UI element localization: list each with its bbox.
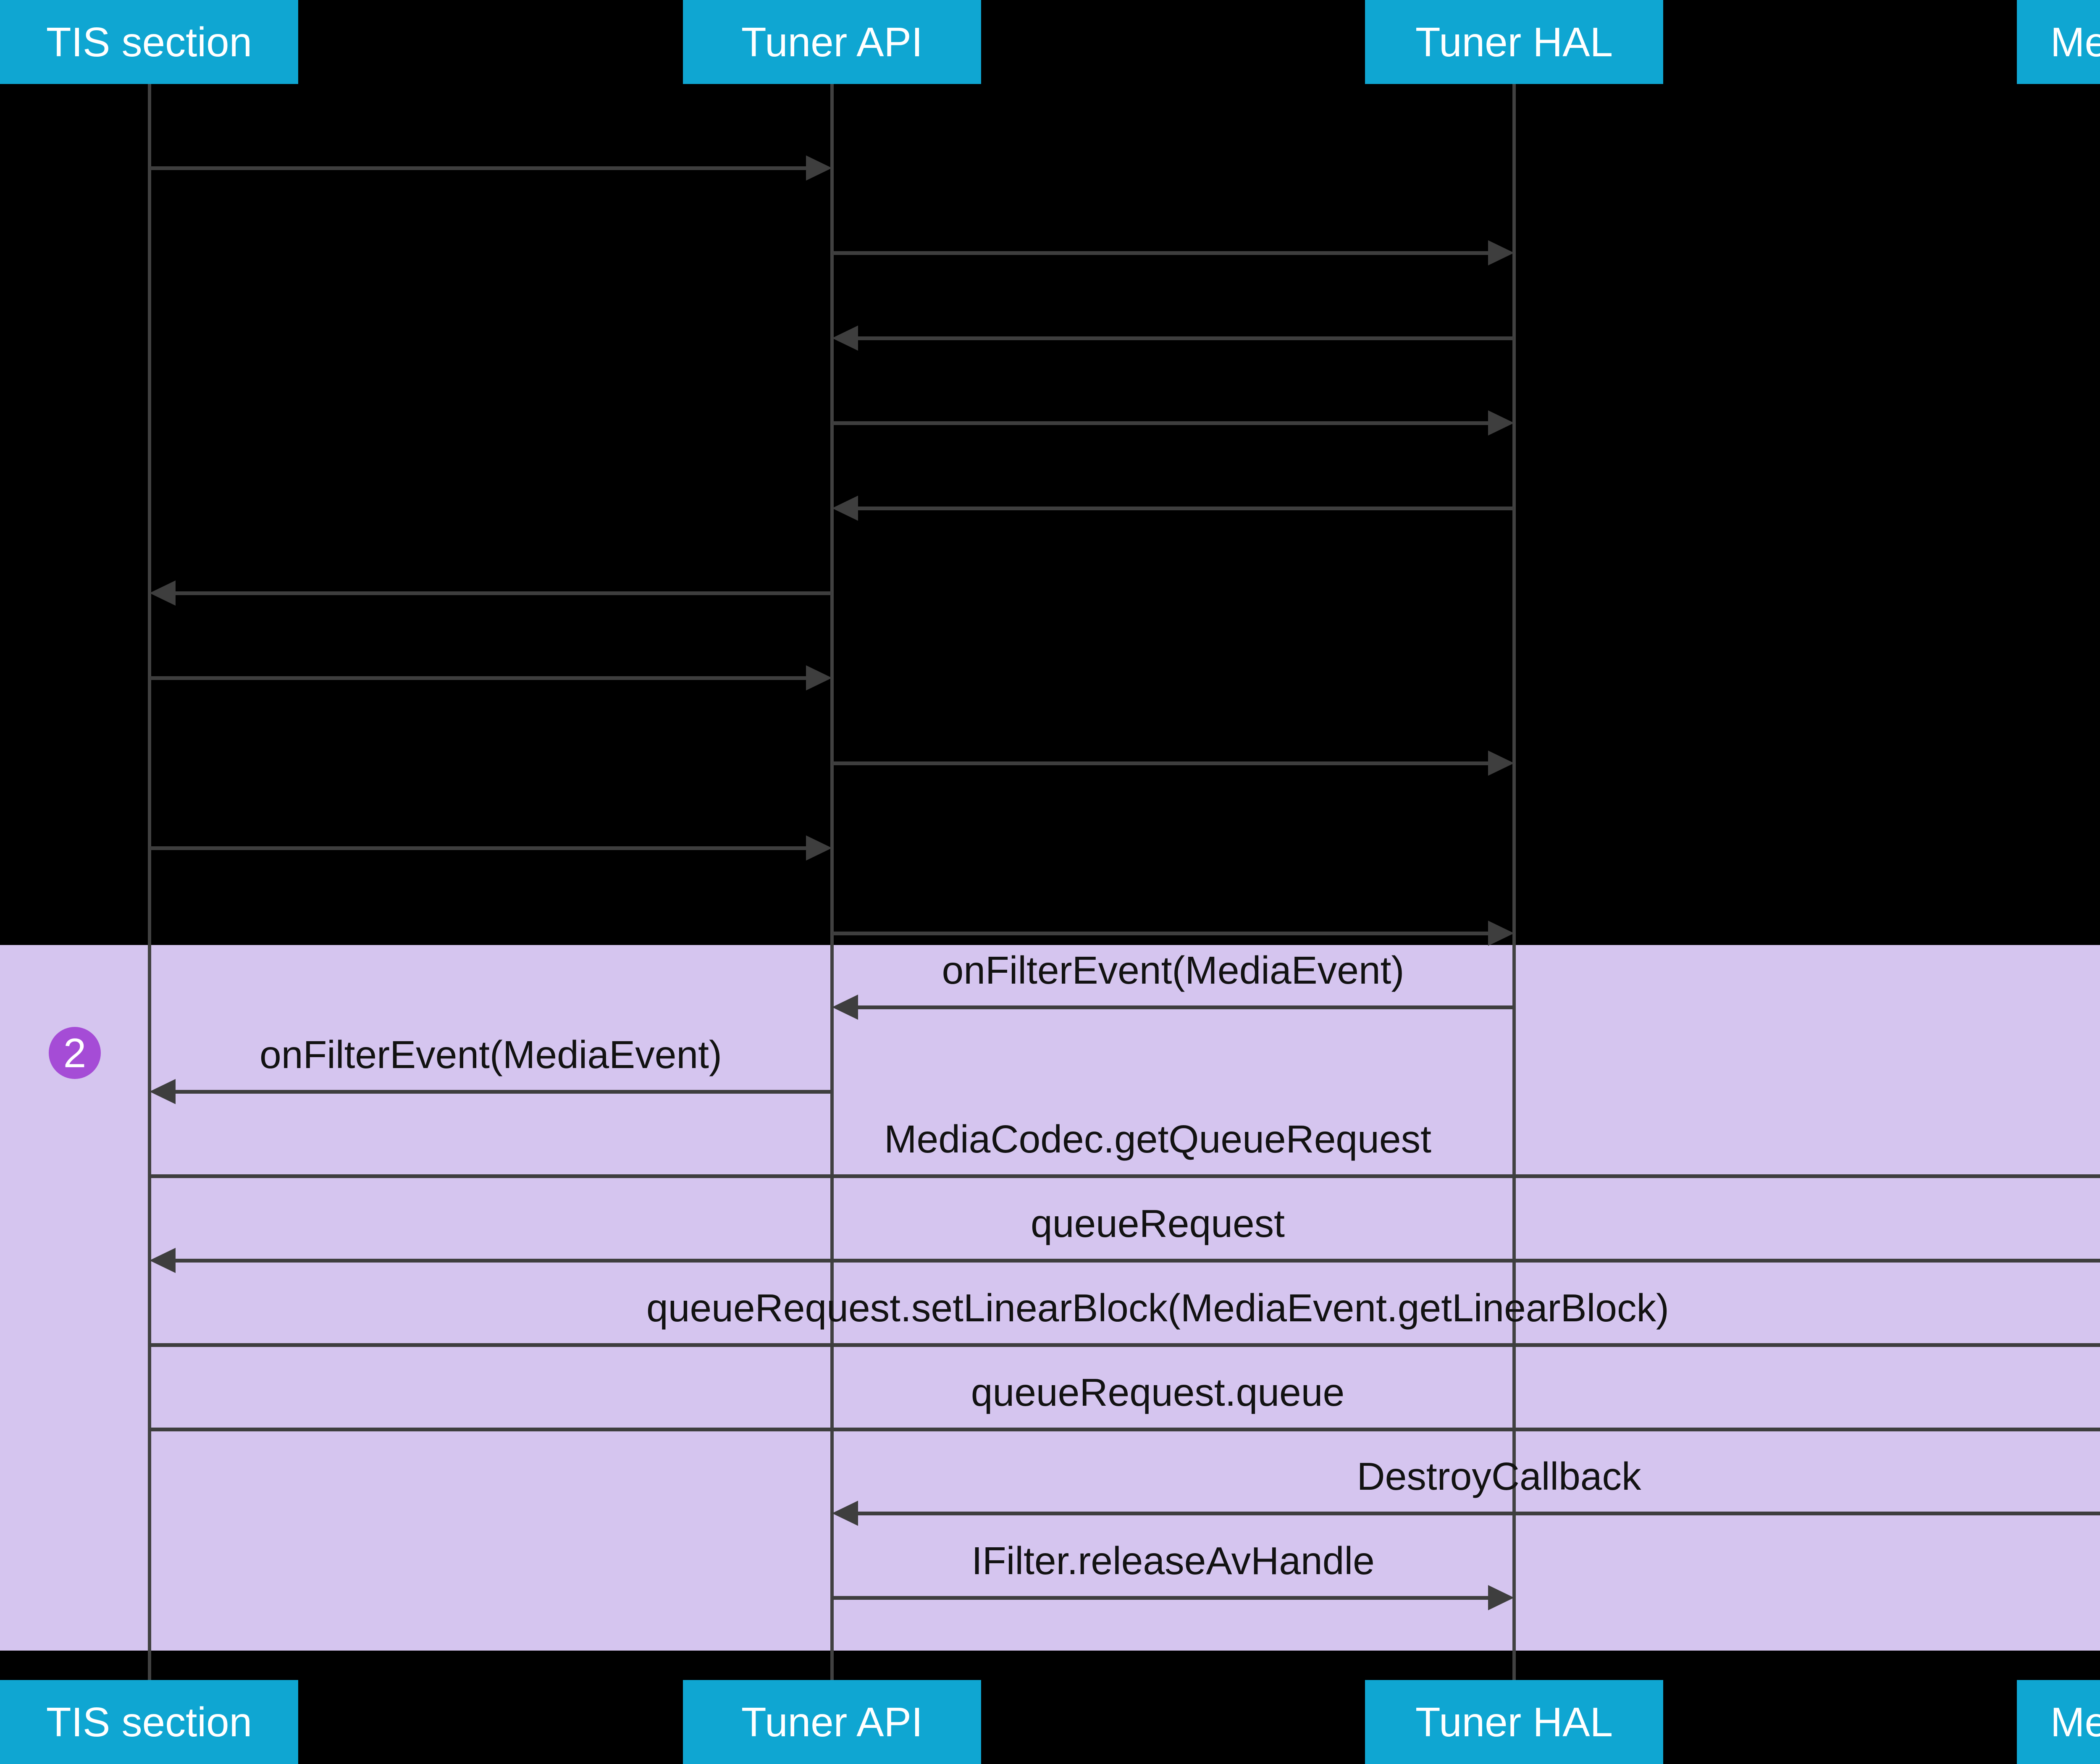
message-arrowhead bbox=[832, 326, 858, 351]
actor-header-bottom-tuner-api: Tuner API bbox=[683, 1680, 981, 1764]
message-arrowhead bbox=[150, 1248, 176, 1273]
message-label: queueRequest.setLinearBlock(MediaEvent.g… bbox=[646, 1286, 1669, 1330]
message-arrow-line bbox=[854, 1512, 2100, 1515]
actor-header-top-tuner-hal: Tuner HAL bbox=[1365, 0, 1663, 84]
message-arrow-line bbox=[150, 1428, 2100, 1431]
actor-label: TIS section bbox=[46, 1698, 252, 1745]
message-label: queueRequest.queue bbox=[971, 1370, 1345, 1414]
message-arrowhead bbox=[150, 580, 176, 606]
message-arrowhead bbox=[806, 665, 832, 690]
message-arrowhead bbox=[1488, 410, 1514, 436]
step-badge-number: 2 bbox=[63, 1029, 87, 1076]
actor-header-top-tuner-api: Tuner API bbox=[683, 0, 981, 84]
message-arrow-line bbox=[854, 507, 1514, 510]
highlight-section bbox=[0, 945, 2100, 1651]
message-label: onFilterEvent(MediaEvent) bbox=[260, 1033, 722, 1076]
message-arrow-line bbox=[150, 846, 810, 850]
actor-header-bottom-tis: TIS section bbox=[0, 1680, 298, 1764]
actor-header-top-tis: TIS section bbox=[0, 0, 298, 84]
message-arrow-line bbox=[150, 1174, 2100, 1178]
actor-label: Tuner HAL bbox=[1415, 18, 1613, 65]
message-arrowhead bbox=[832, 1501, 858, 1526]
step-2-badge: 2 bbox=[49, 1027, 101, 1079]
actor-header-bottom-mediacodec: MediaCodec bbox=[2017, 1680, 2100, 1764]
message-arrow-line bbox=[150, 166, 810, 170]
lifeline-tis bbox=[148, 84, 151, 1680]
message-arrow-line bbox=[171, 1259, 2100, 1263]
message-arrow-line bbox=[832, 932, 1492, 935]
actor-label: Tuner API bbox=[741, 18, 923, 65]
message-arrow-line bbox=[832, 251, 1492, 255]
message-arrowhead bbox=[806, 155, 832, 181]
message-label: queueRequest bbox=[1031, 1202, 1285, 1245]
message-label: onFilterEvent(MediaEvent) bbox=[942, 948, 1404, 992]
message-arrowhead bbox=[1488, 240, 1514, 265]
actor-label: TIS section bbox=[46, 18, 252, 65]
message-arrowhead bbox=[1488, 751, 1514, 776]
message-arrow-line bbox=[832, 1596, 1492, 1600]
message-arrow-line bbox=[150, 1343, 2100, 1347]
message-label: IFilter.releaseAvHandle bbox=[971, 1539, 1375, 1583]
actor-label: Tuner HAL bbox=[1415, 1698, 1613, 1745]
message-arrow-line bbox=[854, 1005, 1514, 1009]
lifeline-hal bbox=[1512, 84, 1516, 1680]
message-arrowhead bbox=[1488, 921, 1514, 946]
lifeline-api bbox=[830, 84, 834, 1680]
message-arrow-line bbox=[832, 761, 1492, 765]
message-arrowhead bbox=[1488, 1585, 1514, 1610]
message-arrow-line bbox=[854, 336, 1514, 340]
actor-label: MediaCodec bbox=[2050, 18, 2100, 65]
message-label: MediaCodec.getQueueRequest bbox=[884, 1117, 1431, 1161]
actor-header-bottom-tuner-hal: Tuner HAL bbox=[1365, 1680, 1663, 1764]
message-arrow-line bbox=[150, 676, 810, 680]
message-arrow-line bbox=[832, 421, 1492, 425]
message-arrow-line bbox=[171, 591, 832, 595]
message-arrowhead bbox=[832, 496, 858, 521]
message-arrowhead bbox=[150, 1079, 176, 1104]
message-arrowhead bbox=[806, 835, 832, 861]
actor-header-top-mediacodec: MediaCodec bbox=[2017, 0, 2100, 84]
message-arrow-line bbox=[171, 1090, 832, 1094]
message-label: DestroyCallback bbox=[1357, 1454, 1641, 1498]
message-arrowhead bbox=[832, 995, 858, 1020]
actor-label: MediaCodec bbox=[2050, 1698, 2100, 1745]
actor-label: Tuner API bbox=[741, 1698, 923, 1745]
